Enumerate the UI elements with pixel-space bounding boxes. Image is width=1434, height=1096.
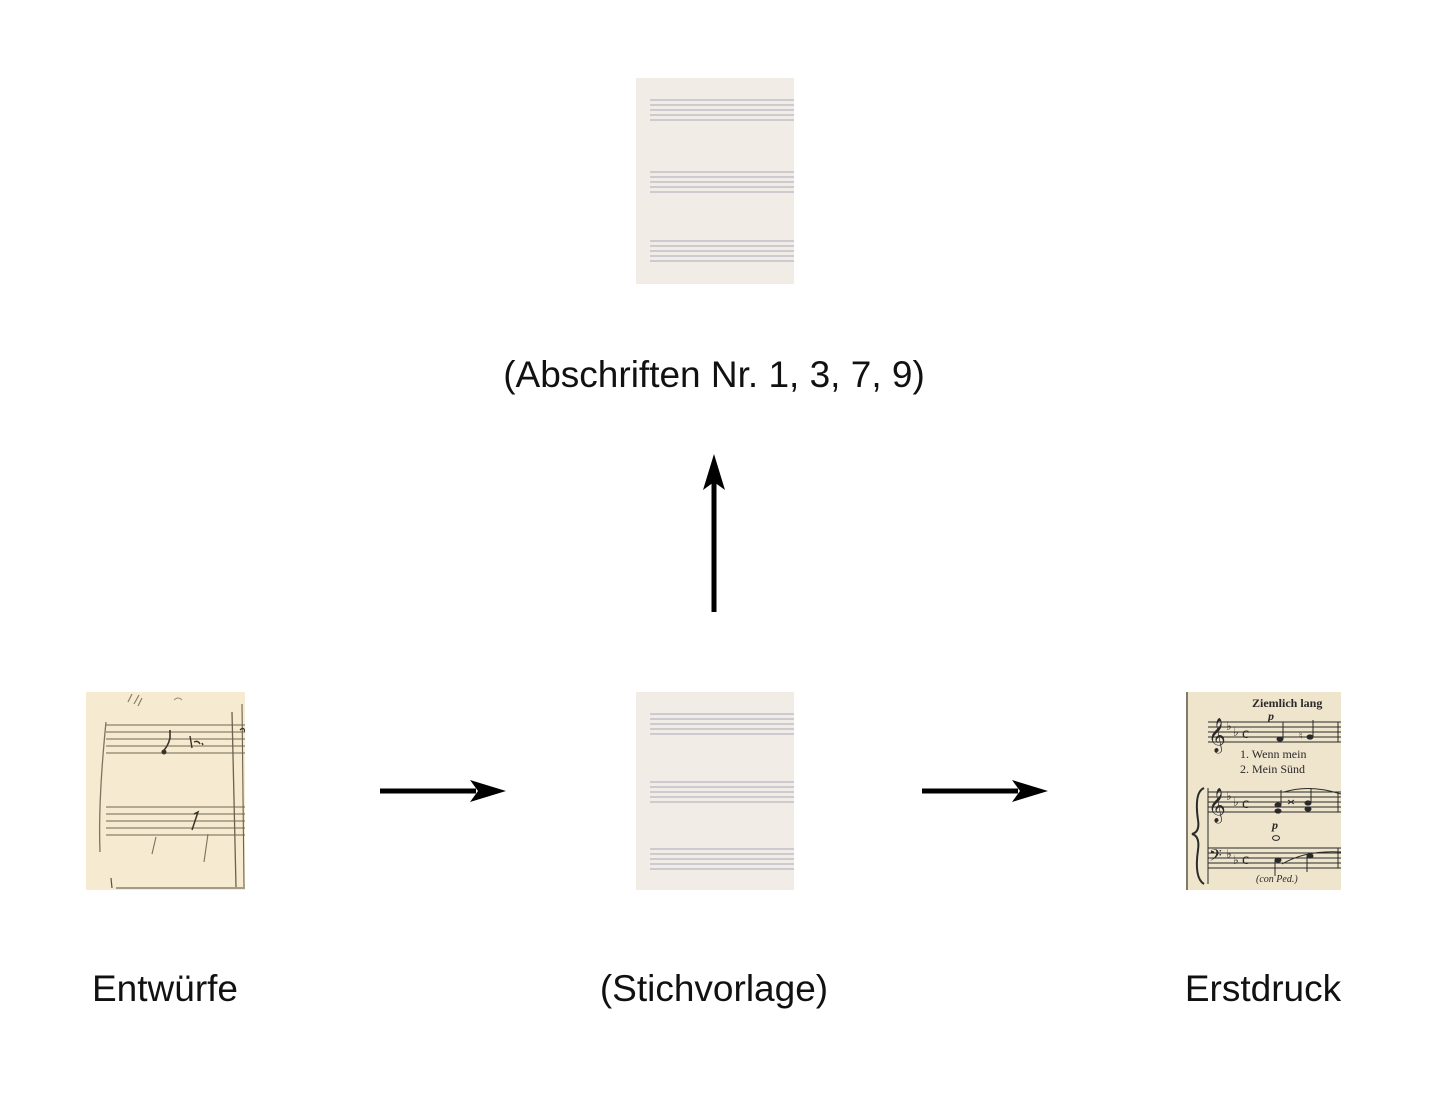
svg-text:♭: ♭ bbox=[1226, 789, 1232, 803]
svg-text:𝄢: 𝄢 bbox=[1209, 847, 1222, 869]
svg-text:𝄞: 𝄞 bbox=[1208, 718, 1226, 754]
svg-text:p: p bbox=[1271, 818, 1278, 832]
abschriften-label: (Abschriften Nr. 1, 3, 7, 9) bbox=[503, 354, 925, 395]
score-tempo-text: Ziemlich lang bbox=[1252, 696, 1322, 710]
score-verse-1-text: 1. Wenn mein bbox=[1240, 747, 1306, 761]
score-verse-2-text: 2. Mein Sünd bbox=[1240, 762, 1305, 776]
svg-text:p: p bbox=[1267, 709, 1274, 723]
svg-text:c: c bbox=[1242, 851, 1249, 868]
arrow-stichvorlage-to-erstdruck bbox=[922, 777, 1050, 805]
stichvorlage-label: (Stichvorlage) bbox=[599, 968, 829, 1009]
blank-manuscript-paper-image bbox=[636, 692, 794, 890]
score-pedal-text: (con Ped.) bbox=[1256, 874, 1298, 885]
svg-text:♭: ♭ bbox=[1226, 719, 1232, 733]
arrow-entwuerfe-to-stichvorlage bbox=[380, 777, 508, 805]
svg-text:♭: ♭ bbox=[1233, 795, 1239, 809]
arrow-up-to-abschriften bbox=[700, 452, 728, 614]
entwuerfe-label: Entwürfe bbox=[91, 968, 238, 1009]
svg-text:♭: ♭ bbox=[1233, 853, 1239, 867]
erstdruck-label: Erstdruck bbox=[1184, 968, 1342, 1009]
svg-text:♭: ♭ bbox=[1233, 725, 1239, 739]
stichvorlage-thumbnail bbox=[636, 692, 794, 890]
sketch-manuscript-image bbox=[86, 692, 245, 890]
svg-text:𝄞: 𝄞 bbox=[1208, 788, 1226, 824]
blank-manuscript-paper-image bbox=[636, 78, 794, 284]
printed-score-image: Ziemlich lang 𝄞 ♭ ♭ c p ♮ 1. Wenn mein 2… bbox=[1186, 692, 1341, 890]
svg-text:♮: ♮ bbox=[1299, 731, 1303, 742]
svg-text:c: c bbox=[1242, 795, 1249, 812]
svg-text:c: c bbox=[1242, 725, 1249, 742]
erstdruck-thumbnail: Ziemlich lang 𝄞 ♭ ♭ c p ♮ 1. Wenn mein 2… bbox=[1186, 692, 1341, 890]
entwuerfe-thumbnail bbox=[86, 692, 245, 890]
abschriften-thumbnail bbox=[636, 78, 794, 284]
svg-text:♭: ♭ bbox=[1226, 847, 1232, 861]
